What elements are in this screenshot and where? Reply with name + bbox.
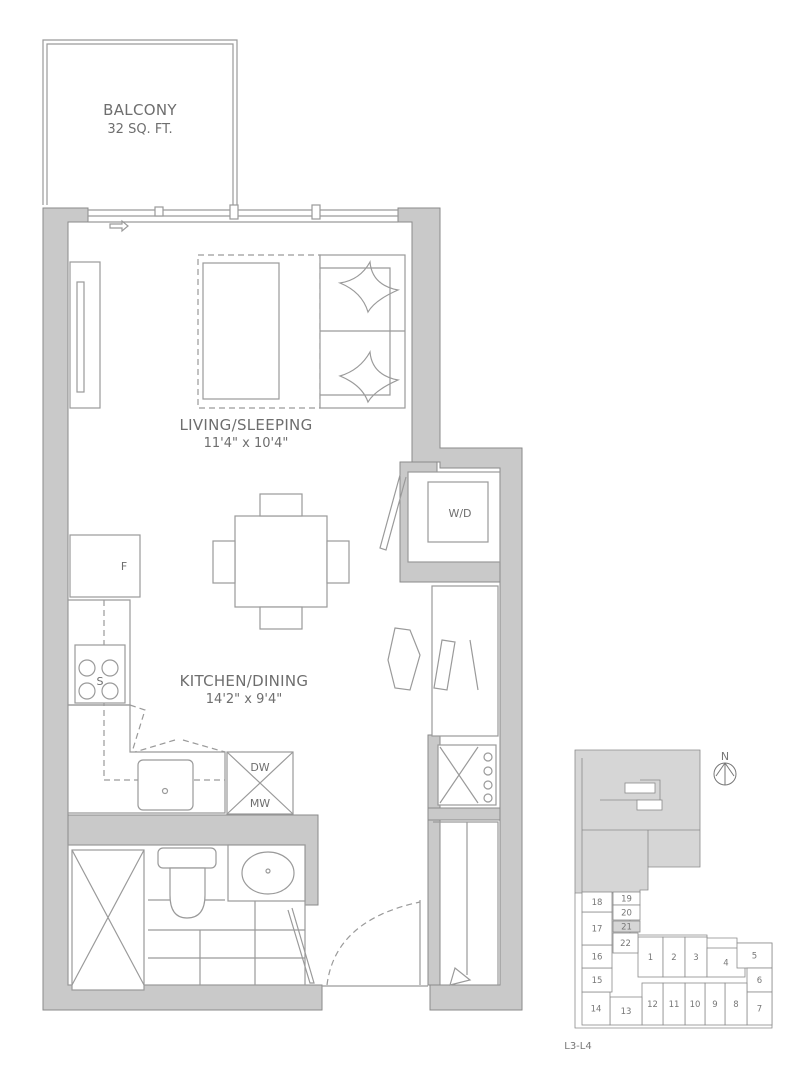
toilet-tank — [157, 847, 217, 869]
tv-console — [69, 261, 101, 409]
north-arrow-icon — [713, 762, 737, 786]
living-dims: 11'4" x 10'4" — [204, 436, 289, 451]
vanity-sink — [241, 851, 295, 895]
key-plan-unit-21 — [612, 920, 641, 933]
key-plan-unit-label: 14 — [591, 1005, 602, 1015]
desk — [387, 585, 499, 806]
key-plan-unit-6 — [746, 967, 773, 993]
washer-dryer-label: W/D — [448, 507, 471, 520]
key-plan-unit-label: 10 — [690, 1000, 701, 1010]
key-plan-unit-15 — [581, 967, 613, 993]
laundry-closet: W/D — [379, 471, 501, 563]
key-plan-unit-label: 8 — [733, 1000, 738, 1010]
key-plan-unit-label: 11 — [669, 1000, 680, 1010]
washer-dryer — [427, 481, 489, 543]
rug — [197, 254, 321, 409]
key-plan-unit-7 — [746, 991, 773, 1026]
balcony: BALCONY 32 SQ. FT. — [42, 39, 238, 205]
key-plan-unit-label: 6 — [757, 976, 762, 986]
bathroom — [67, 844, 315, 991]
key-plan-unit-label: 7 — [757, 1005, 762, 1015]
key-plan-unit-label: 17 — [592, 925, 603, 935]
bed — [202, 262, 280, 400]
entry-door[interactable] — [322, 821, 499, 987]
fridge-label: F — [121, 560, 127, 573]
stove-label: S — [97, 675, 104, 688]
north-label: N — [721, 750, 729, 763]
key-plan-unit-label: 2 — [671, 953, 676, 963]
key-plan-unit-label: 21 — [621, 923, 632, 933]
balcony-label: BALCONY — [103, 101, 177, 119]
key-plan-unit-label: 20 — [621, 909, 632, 919]
kitchen-label: KITCHEN/DINING — [180, 672, 309, 690]
key-plan-unit-22 — [612, 932, 639, 954]
kitchen-dims: 14'2" x 9'4" — [206, 692, 282, 707]
balcony-area: 32 SQ. FT. — [107, 122, 172, 137]
sink — [137, 759, 194, 811]
key-plan-unit-label: 16 — [592, 953, 603, 963]
key-plan-unit-label: 9 — [712, 1000, 717, 1010]
key-plan-unit-label: 18 — [592, 898, 603, 908]
stove — [74, 644, 126, 704]
key-plan-unit-label: 12 — [647, 1000, 658, 1010]
key-plan-unit-20 — [612, 904, 641, 921]
key-plan-unit-label: 22 — [620, 939, 631, 949]
key-plan-unit-label: 15 — [592, 976, 603, 986]
slide-arrow-icon — [109, 219, 129, 233]
key-plan-unit-label: 5 — [752, 952, 757, 962]
key-plan-unit-18 — [581, 891, 613, 913]
key-plan-unit-label: 19 — [621, 895, 632, 905]
fridge — [69, 534, 141, 598]
key-plan-unit-label: 3 — [693, 953, 698, 963]
level-label: L3-L4 — [564, 1041, 591, 1052]
dishwasher-label: DW — [250, 761, 269, 774]
key-plan-unit-label: 13 — [621, 1007, 632, 1017]
dining-table — [212, 493, 350, 630]
key-plan-unit-label: 1 — [648, 953, 653, 963]
kitchen: F S DW MW KITCHEN/DINING 14'2" x 9'4" — [68, 534, 309, 815]
key-plan-unit-1 — [637, 936, 664, 978]
living-furniture: LIVING/SLEEPING 11'4" x 10'4" — [69, 254, 406, 451]
living-label: LIVING/SLEEPING — [179, 416, 312, 434]
toilet-bowl — [169, 867, 206, 919]
key-plan-unit-5 — [736, 942, 773, 969]
microwave-label: MW — [250, 797, 270, 810]
key-plan-unit-17 — [581, 911, 613, 946]
key-plan-unit-label: 4 — [723, 959, 728, 969]
